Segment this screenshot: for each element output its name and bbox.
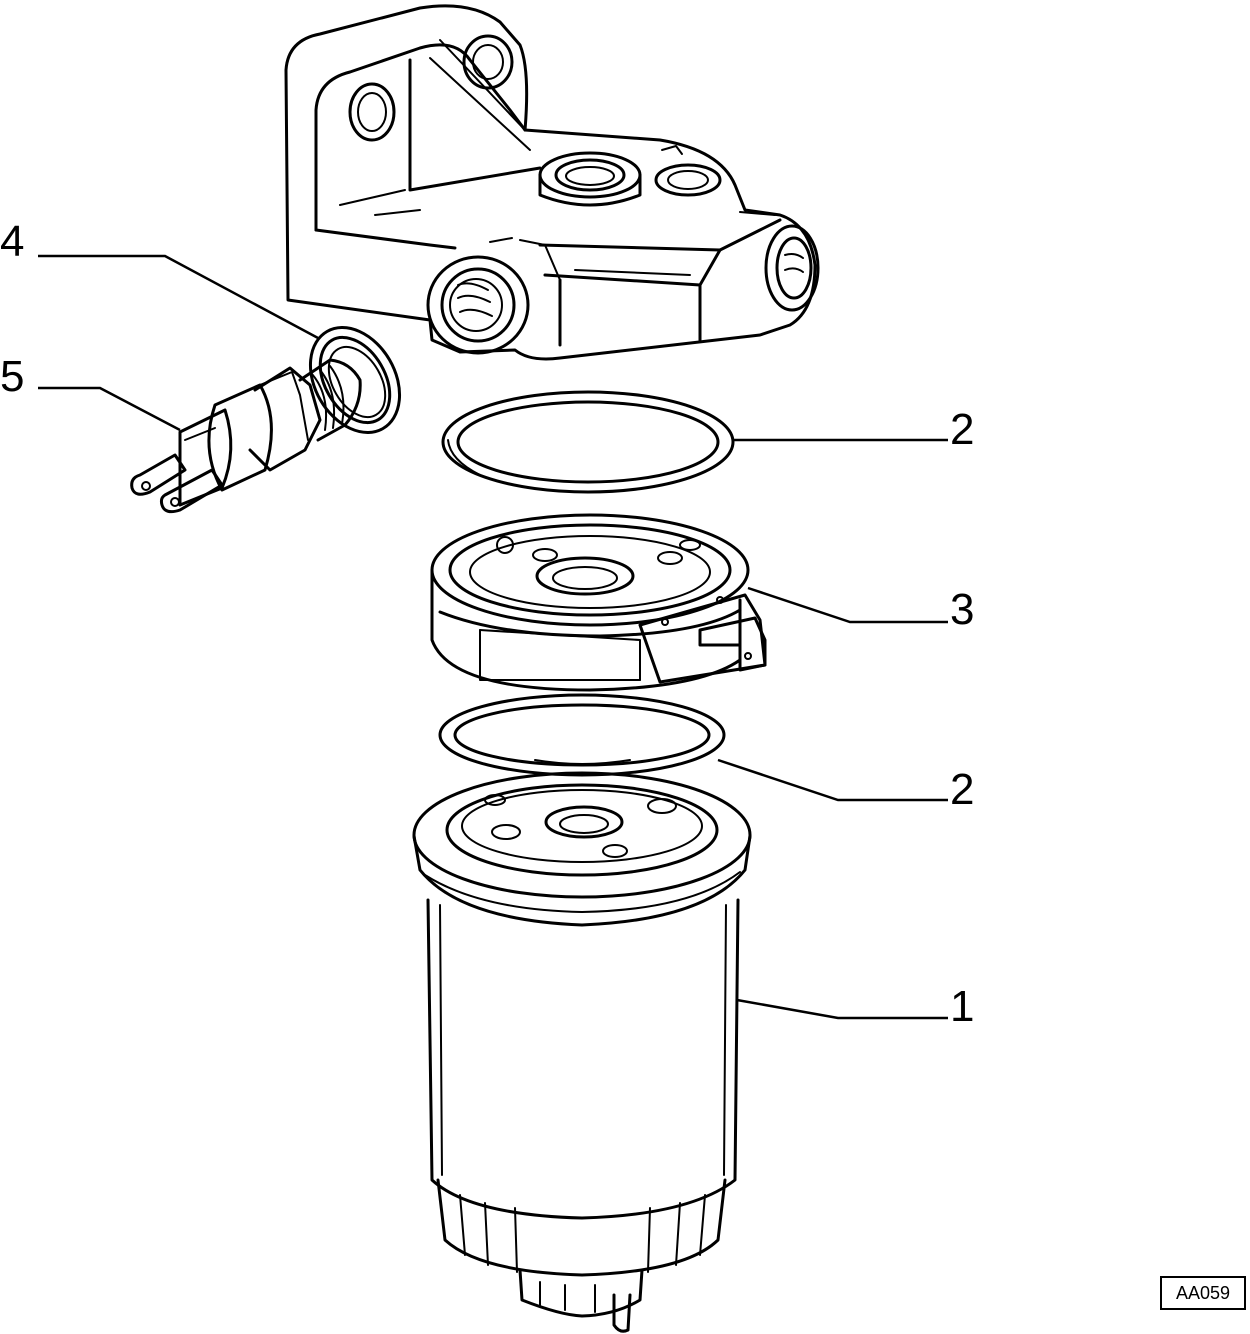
o-ring-top bbox=[441, 390, 735, 494]
mount-hole-left bbox=[348, 82, 396, 142]
leader-2-bottom bbox=[717, 758, 948, 802]
side-port-left bbox=[426, 255, 530, 355]
water-sensor bbox=[130, 358, 362, 514]
callout-2-top: 2 bbox=[950, 405, 975, 454]
filter-adapter bbox=[430, 513, 767, 692]
drawing-code-label: AA059 bbox=[1160, 1276, 1246, 1310]
callout-5: 5 bbox=[0, 352, 25, 401]
callout-2-bottom: 2 bbox=[950, 765, 975, 814]
leader-1 bbox=[736, 998, 948, 1020]
callout-4: 4 bbox=[0, 217, 25, 266]
leader-3 bbox=[747, 586, 948, 624]
mount-hole-right bbox=[462, 34, 514, 90]
sealing-washer bbox=[308, 326, 402, 434]
filter-cartridge bbox=[412, 771, 752, 1333]
callout-3: 3 bbox=[950, 585, 975, 634]
leader-lines bbox=[38, 254, 948, 1020]
callout-1: 1 bbox=[950, 982, 975, 1031]
o-ring-bottom bbox=[438, 693, 726, 777]
leader-4 bbox=[38, 254, 319, 340]
leader-5 bbox=[38, 386, 181, 432]
side-port-right bbox=[764, 224, 820, 312]
filter-head-bracket bbox=[284, 4, 820, 361]
